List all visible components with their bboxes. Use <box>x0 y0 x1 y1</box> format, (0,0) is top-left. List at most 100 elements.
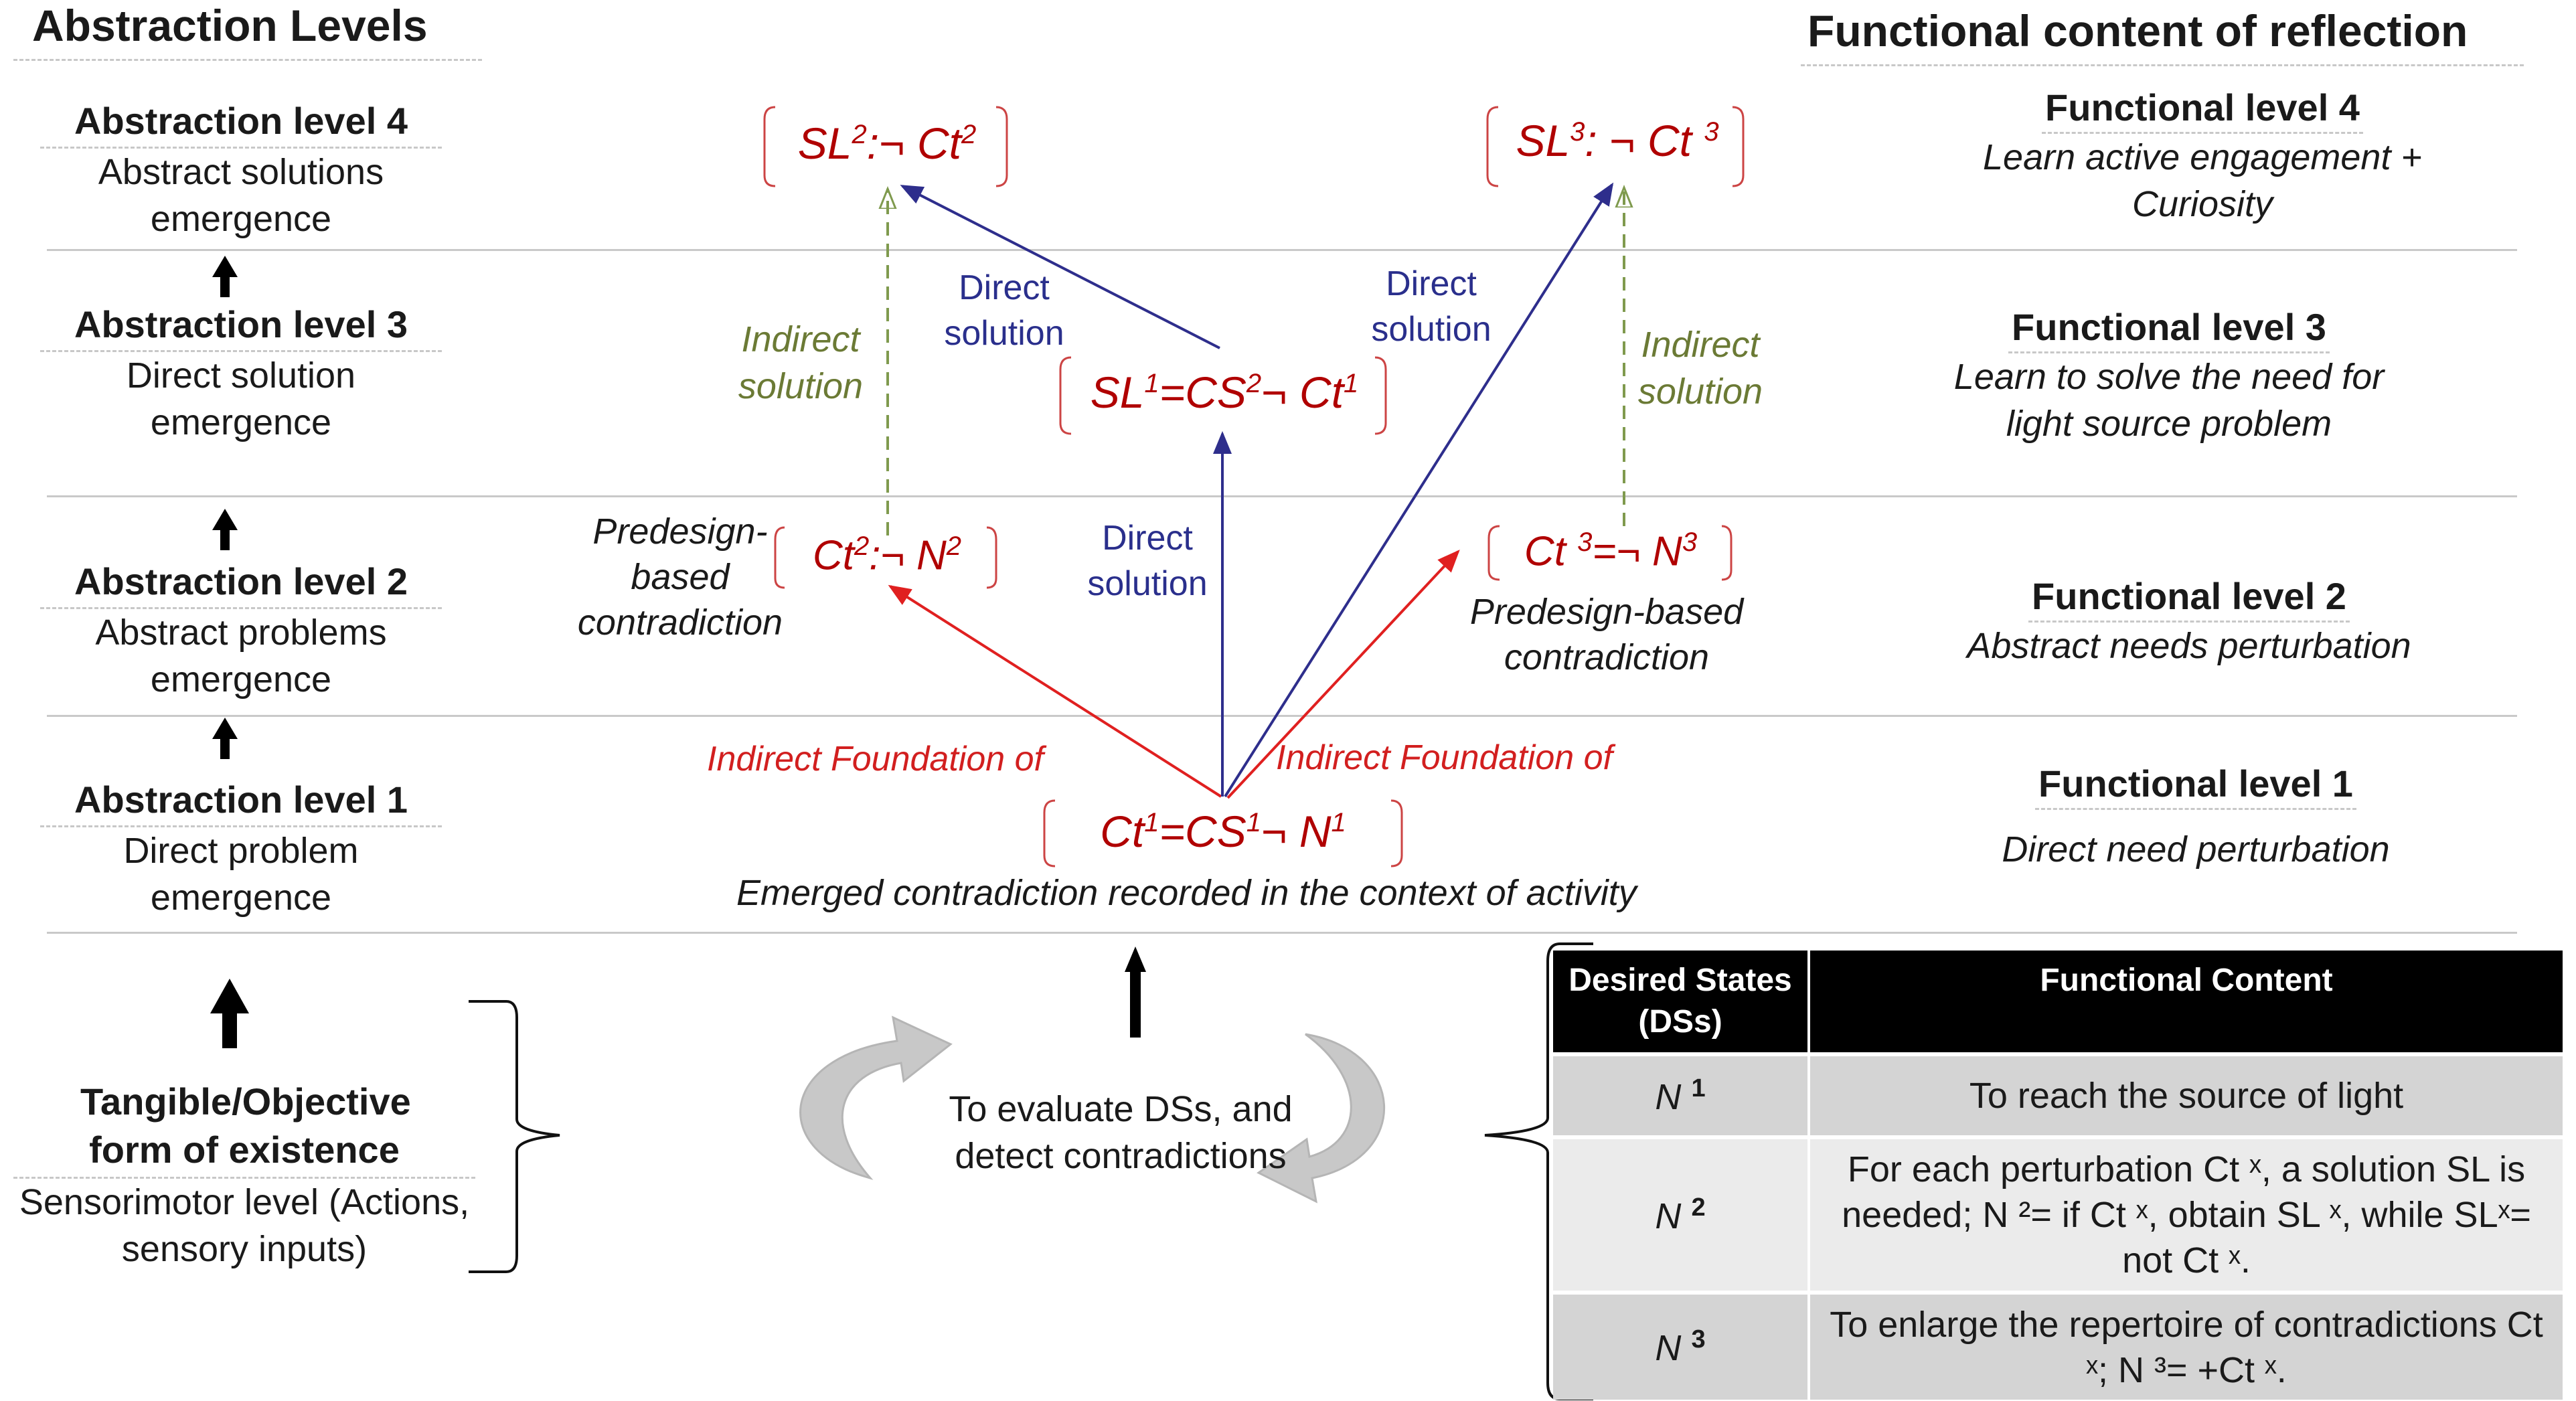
functional-level-title: Functional level 1 <box>2038 762 2353 805</box>
up-arrow-icon <box>212 718 238 759</box>
separator-level-4-3 <box>47 249 2517 251</box>
header-underline-left <box>13 59 482 61</box>
abstraction-level-desc: Direct solution emergence <box>126 355 356 442</box>
table-header-content: Functional Content <box>1809 951 2563 1054</box>
formula-sup: 1 <box>1144 808 1159 837</box>
indirect-foundation-right-label: Indirect Foundation of <box>1276 738 1613 777</box>
abstraction-level-desc: Abstract problems emergence <box>95 612 387 699</box>
formula-part: ¬ N <box>1261 807 1332 856</box>
formula-sup: 1 <box>1331 808 1346 837</box>
header-underline-right <box>1801 64 2524 66</box>
abstraction-level-desc: Abstract solutions emergence <box>98 152 384 239</box>
separator-level-2-1 <box>47 715 2517 717</box>
bracket-sl2 <box>763 106 1008 187</box>
formula-part: Ct <box>1100 807 1145 856</box>
formula-sup: 1 <box>1344 369 1359 398</box>
functional-level-title: Functional level 2 <box>2032 575 2346 617</box>
formula-part: ¬ Ct <box>1261 367 1344 417</box>
table-header-row: Desired States (DSs) Functional Content <box>1553 951 2563 1054</box>
functional-level-4: Functional level 4 Learn active engageme… <box>1901 86 2504 228</box>
arrow-sl1-to-sl2 <box>900 185 1220 349</box>
formula-sup: 2 <box>1246 369 1262 398</box>
up-arrow-icon <box>1125 946 1146 1038</box>
formula-sl3: SL3: ¬ Ct 3 <box>1490 115 1745 166</box>
formula-sup: 3 <box>1570 117 1585 147</box>
table-cell-content: To enlarge the repertoire of contradicti… <box>1809 1291 2563 1400</box>
formula-sl1: SL1=CS2¬ Ct1 <box>1064 367 1384 418</box>
base-level-brace <box>469 1000 560 1273</box>
formula-part: Ct <box>1524 528 1578 575</box>
table-cell-state: N 1 <box>1553 1052 1810 1137</box>
table-cell-state: N 3 <box>1553 1291 1810 1400</box>
desired-states-table: Desired States (DSs) Functional Content … <box>1553 951 2563 1400</box>
abstraction-level-title: Abstraction level 2 <box>74 560 408 602</box>
abstraction-level-2: Abstraction level 2 Abstract problems em… <box>40 560 442 703</box>
functional-level-2: Functional level 2 Abstract needs pertur… <box>1874 574 2504 669</box>
up-arrow-icon <box>210 979 249 1048</box>
separator-level-1-base <box>47 932 2517 934</box>
formula-part: SL <box>1090 367 1145 417</box>
state-sup: 1 <box>1691 1074 1706 1102</box>
base-level-desc: Sensorimotor level (Actions, sensory inp… <box>19 1182 470 1269</box>
table-row: N 2 For each perturbation Ct ˣ, a soluti… <box>1553 1135 2563 1293</box>
indirect-solution-right-label: Indirect solution <box>1637 325 1763 412</box>
table-brace <box>1484 942 1593 1400</box>
abstraction-level-3: Abstraction level 3 Direct solution emer… <box>40 303 442 446</box>
base-level: Tangible/Objective form of existence Sen… <box>13 1078 475 1272</box>
formula-part: =CS <box>1159 807 1246 856</box>
functional-level-3: Functional level 3 Learn to solve the ne… <box>1868 305 2470 447</box>
arrow-ct1-to-ct2 <box>888 584 1222 798</box>
up-arrow-icon <box>212 256 238 297</box>
formula-part: SL <box>797 118 852 168</box>
functional-level-title: Functional level 3 <box>2012 306 2326 348</box>
direct-solution-label-1: Direct solution <box>944 268 1064 353</box>
abstraction-level-desc: Direct problem emergence <box>123 831 359 918</box>
table-row: N 1 To reach the source of light <box>1553 1052 2563 1137</box>
evaluate-label: To evaluate DSs, and detect contradictio… <box>949 1089 1293 1176</box>
state-sup: 2 <box>1691 1193 1706 1222</box>
formula-part: =¬ N <box>1592 528 1682 575</box>
formula-part: Ct <box>813 532 855 579</box>
formula-part: :¬ Ct <box>866 118 961 168</box>
abstraction-level-1: Abstraction level 1 Direct problem emerg… <box>40 778 442 921</box>
formula-sup: 2 <box>961 120 977 149</box>
functional-level-desc: Direct need perturbation <box>2002 829 2390 870</box>
formula-sl2: SL2:¬ Ct2 <box>770 118 1004 169</box>
formula-part: :¬ N <box>869 532 947 579</box>
table-row: N 3 To enlarge the repertoire of contrad… <box>1553 1291 2563 1400</box>
formula-ct1: Ct1=CS1¬ N1 <box>1046 806 1400 857</box>
cycle-arrow-left-icon <box>799 1015 953 1180</box>
formula-sup: 2 <box>854 531 870 561</box>
table-cell-content: For each perturbation Ct ˣ, a solution S… <box>1809 1135 2563 1293</box>
table-cell-state: N 2 <box>1553 1135 1810 1293</box>
formula-sup: 1 <box>1246 808 1261 837</box>
predesign-right-label: Predesign-based contradiction <box>1469 592 1744 677</box>
formula-ct3: Ct 3=¬ N3 <box>1492 527 1730 576</box>
functional-level-desc: Learn to solve the need for light source… <box>1953 357 2385 444</box>
formula-sup: 1 <box>1144 369 1159 398</box>
separator-level-3-2 <box>47 495 2517 497</box>
functional-level-title: Functional level 4 <box>2045 86 2360 129</box>
direct-solution-label-2: Direct solution <box>1371 264 1492 349</box>
emerged-contradiction-label: Emerged contradiction recorded in the co… <box>736 873 1637 913</box>
abstraction-level-title: Abstraction level 1 <box>74 778 408 821</box>
formula-sup: 3 <box>1577 527 1593 557</box>
bracket-sl3 <box>1486 106 1745 187</box>
functional-level-desc: Abstract needs perturbation <box>1967 626 2411 666</box>
functional-content-header: Functional content of reflection <box>1807 6 2468 56</box>
formula-sup: 3 <box>1704 117 1719 147</box>
formula-part: SL <box>1516 116 1571 165</box>
bracket-ct2 <box>774 526 997 589</box>
state-sup: 3 <box>1691 1325 1706 1353</box>
abstraction-level-title: Abstraction level 4 <box>74 100 408 142</box>
abstraction-levels-header: Abstraction Levels <box>32 1 428 50</box>
predesign-left-label: Predesign-based contradiction <box>577 511 783 643</box>
arrow-ct1-to-sl3 <box>1224 182 1614 798</box>
formula-part: : ¬ Ct <box>1585 116 1704 165</box>
formula-sup: 2 <box>946 531 961 561</box>
up-arrow-icon <box>212 509 238 550</box>
bracket-ct3 <box>1487 525 1733 581</box>
state-symbol: N <box>1655 1196 1682 1236</box>
arrow-ct1-to-ct3 <box>1226 550 1460 799</box>
